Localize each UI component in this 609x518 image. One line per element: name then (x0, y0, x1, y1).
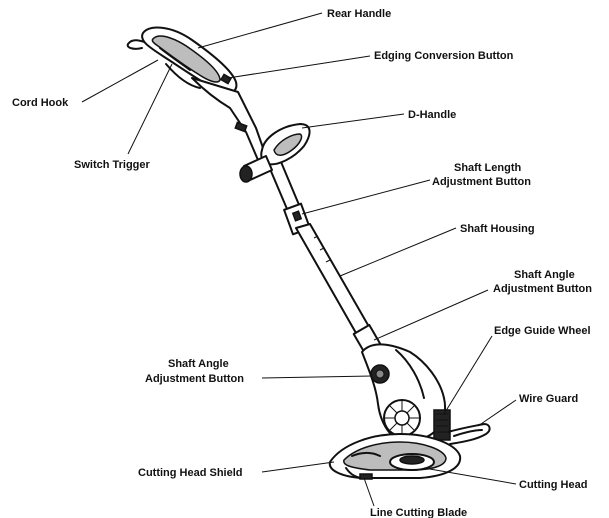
leader-switch-trigger (127, 63, 173, 155)
edge-guide-wheel-part (433, 409, 451, 441)
leader-shaft-length (301, 179, 431, 215)
line-cutting-blade-part (359, 473, 373, 480)
upper-lock (234, 121, 248, 133)
upper-housing (191, 77, 269, 163)
leader-cutting-head-shield (261, 461, 335, 473)
label-shaft-length-line2: Adjustment Button (432, 176, 531, 188)
leader-wire-guard (477, 399, 517, 427)
leader-edging-conversion (227, 55, 371, 79)
rear-handle-part (141, 26, 238, 95)
label-rear-handle: Rear Handle (327, 8, 391, 20)
leader-cutting-head (423, 467, 517, 485)
label-shaft-angle-right-line2: Adjustment Button (493, 283, 592, 295)
label-cord-hook: Cord Hook (12, 97, 69, 109)
callout-labels: Rear Handle Edging Conversion Button Cor… (12, 8, 592, 518)
label-edge-guide-wheel: Edge Guide Wheel (494, 325, 591, 337)
label-shaft-housing: Shaft Housing (460, 223, 535, 235)
shaft-housing-part (295, 223, 373, 341)
label-edging-conversion-button: Edging Conversion Button (374, 50, 514, 62)
leader-shaft-housing (339, 227, 457, 277)
leader-edge-guide-wheel (443, 335, 493, 415)
label-cutting-head-shield: Cutting Head Shield (138, 467, 243, 479)
label-d-handle: D-Handle (408, 109, 456, 121)
label-shaft-angle-left-line1: Shaft Angle (168, 358, 229, 370)
leader-d-handle (301, 113, 405, 129)
wire-guard-part (447, 423, 491, 445)
label-shaft-length-line1: Shaft Length (454, 162, 521, 174)
label-shaft-angle-left-line2: Adjustment Button (145, 373, 244, 385)
motor-housing (361, 343, 446, 441)
label-wire-guard: Wire Guard (519, 393, 578, 405)
leader-shaft-angle-right (373, 289, 489, 341)
label-shaft-angle-right-line1: Shaft Angle (514, 269, 575, 281)
edging-conversion-button-part (220, 73, 232, 85)
trimmer-illustration (126, 26, 491, 480)
leader-cord-hook (81, 59, 159, 103)
cutting-head-part (389, 453, 435, 471)
label-line-cutting-blade: Line Cutting Blade (370, 507, 467, 518)
leader-rear-handle (197, 12, 323, 49)
d-handle-part (239, 123, 311, 183)
leader-lines (81, 12, 517, 507)
power-cord (126, 39, 151, 50)
label-switch-trigger: Switch Trigger (74, 159, 151, 171)
leader-line-cutting-blade (363, 477, 375, 507)
leader-shaft-angle-left (261, 375, 373, 379)
label-cutting-head: Cutting Head (519, 479, 587, 491)
